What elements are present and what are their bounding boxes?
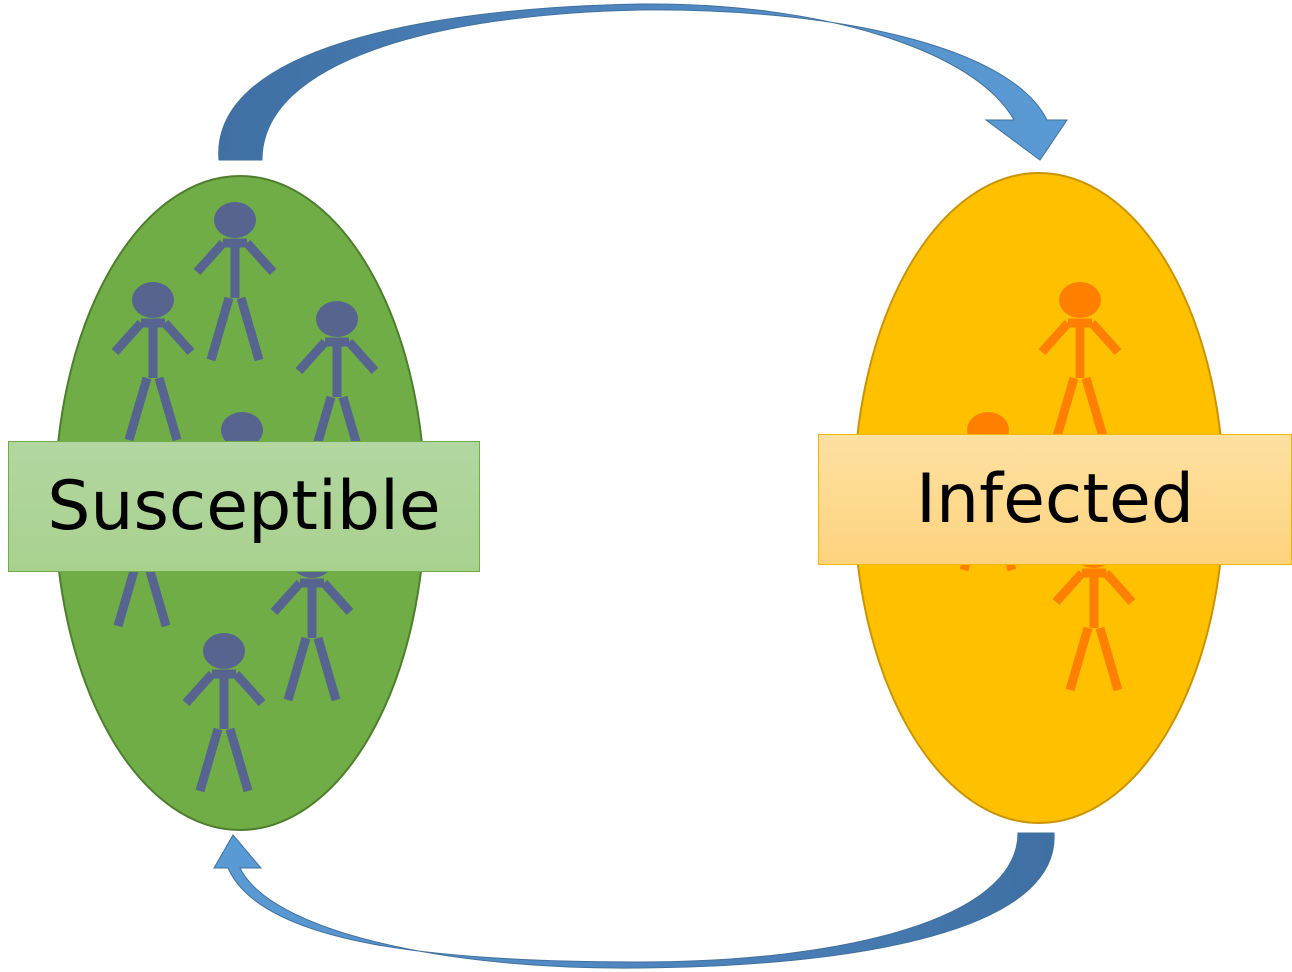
arrow-infected-to-susceptible xyxy=(213,832,1055,969)
person-icon xyxy=(295,301,379,461)
person-icon xyxy=(182,633,266,793)
person-icon xyxy=(111,282,195,442)
infected-label: Infected xyxy=(818,434,1292,565)
susceptible-label: Susceptible xyxy=(8,441,480,572)
person-icon xyxy=(1038,282,1122,442)
person-icon xyxy=(193,202,277,362)
arrow-susceptible-to-infected xyxy=(218,3,1068,161)
